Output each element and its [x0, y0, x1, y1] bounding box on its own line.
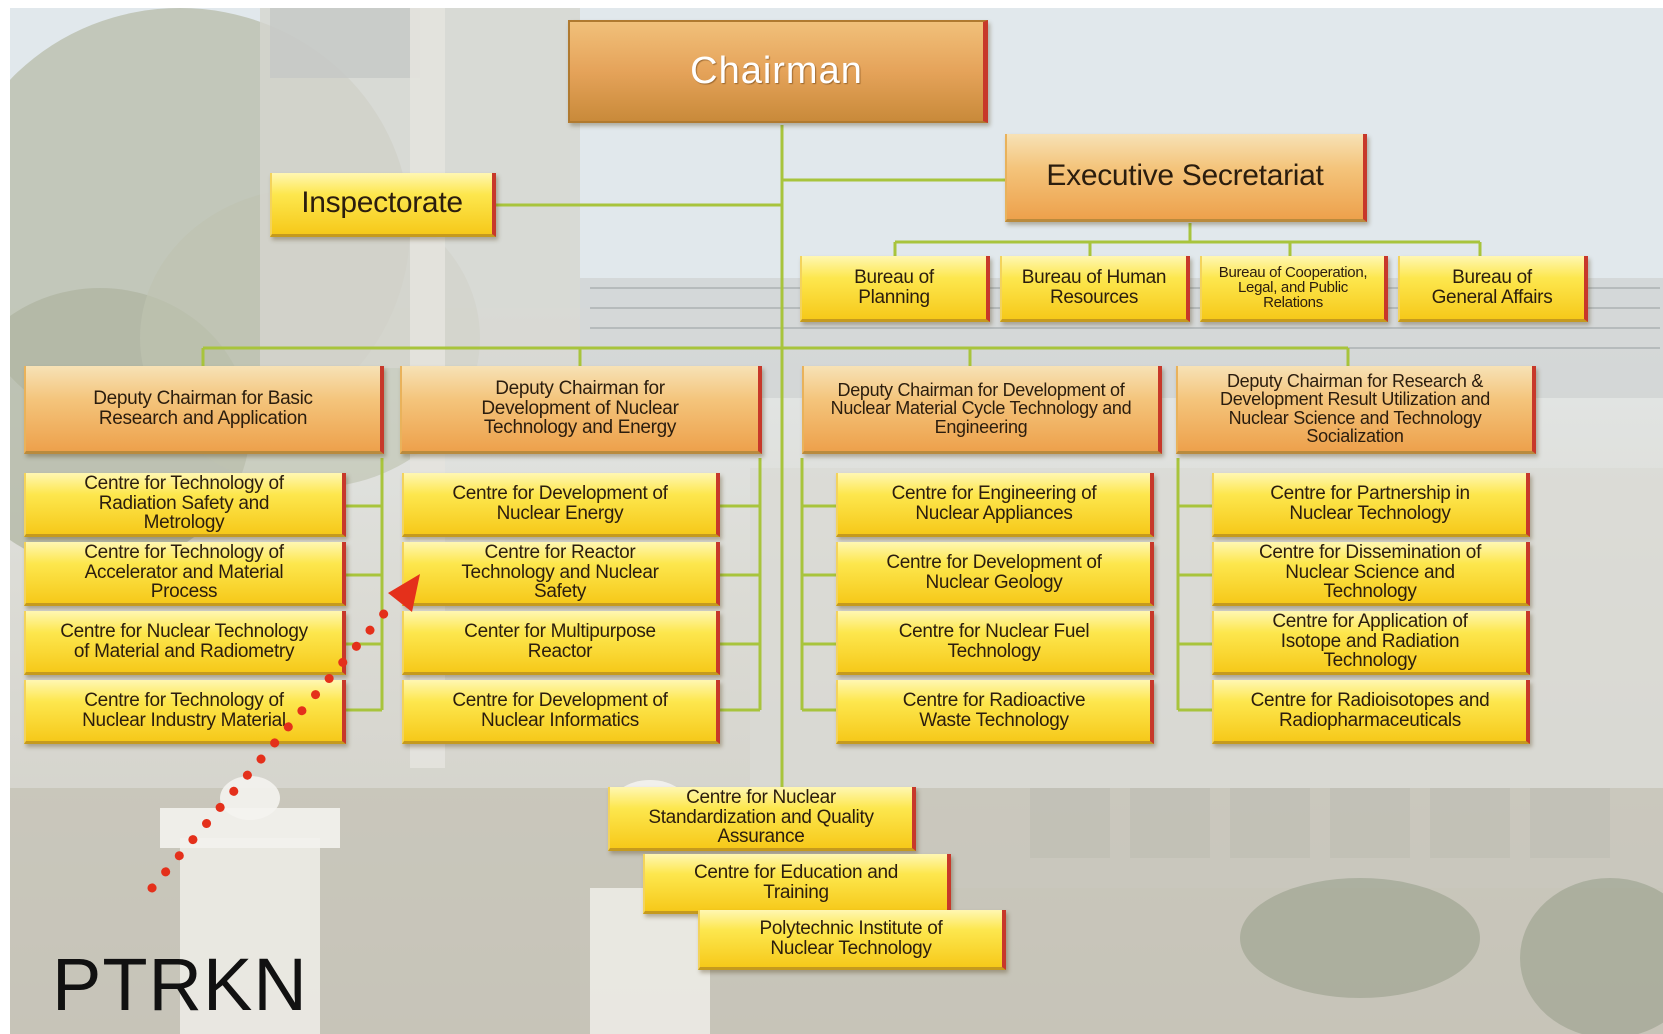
- ptrkn-label: PTRKN: [52, 943, 308, 1026]
- centre-label: Centre for Technology of Radiation Safet…: [84, 473, 284, 534]
- unit-label: Centre for Nuclear Standardization and Q…: [648, 787, 874, 848]
- centre-box-nuclear-industry-material: Centre for Technology of Nuclear Industr…: [24, 680, 346, 744]
- bureau-box-cooperation: Bureau of Cooperation, Legal, and Public…: [1200, 256, 1388, 322]
- chairman-label: Chairman: [690, 50, 863, 93]
- centre-label: Centre for Nuclear Fuel Technology: [898, 621, 1090, 662]
- inspectorate-box: Inspectorate: [270, 173, 496, 237]
- centre-box-nuclear-fuel: Centre for Nuclear Fuel Technology: [836, 611, 1154, 675]
- connector-lines: [201, 125, 1482, 798]
- bureau-label: Bureau of Human Resources: [1021, 267, 1167, 308]
- deputy-label: Deputy Chairman for Research & Developme…: [1220, 370, 1490, 446]
- centre-label: Centre for Application of Isotope and Ra…: [1272, 611, 1468, 672]
- inspectorate-label: Inspectorate: [301, 186, 463, 220]
- centre-label: Centre for Technology of Nuclear Industr…: [82, 690, 286, 731]
- bureau-label: Bureau of Cooperation, Legal, and Public…: [1218, 263, 1368, 312]
- executive-secretariat-label: Executive Secretariat: [1046, 159, 1324, 193]
- bureau-box-general-affairs: Bureau of General Affairs: [1398, 256, 1588, 322]
- ptrkn-arrow-head-icon: [388, 574, 420, 612]
- org-chart-canvas: Chairman Inspectorate Executive Secretar…: [10, 8, 1663, 1034]
- centre-label: Centre for Partnership in Nuclear Techno…: [1270, 483, 1470, 524]
- unit-box-standardization: Centre for Nuclear Standardization and Q…: [608, 787, 916, 851]
- bureau-label: Bureau of Planning: [854, 267, 934, 308]
- centre-label: Centre for Radioactive Waste Technology: [902, 690, 1086, 731]
- centre-box-nuclear-energy: Centre for Development of Nuclear Energy: [402, 473, 720, 537]
- unit-label: Centre for Education and Training: [693, 862, 899, 903]
- centre-label: Centre for Dissemination of Nuclear Scie…: [1258, 542, 1482, 603]
- centre-box-partnership: Centre for Partnership in Nuclear Techno…: [1212, 473, 1530, 537]
- bureau-box-planning: Bureau of Planning: [800, 256, 990, 322]
- background-photo: [10, 8, 1663, 1034]
- centre-box-radioisotopes: Centre for Radioisotopes and Radiopharma…: [1212, 680, 1530, 744]
- centre-box-accelerator-material: Centre for Technology of Accelerator and…: [24, 542, 346, 606]
- centre-box-nuclear-informatics: Centre for Development of Nuclear Inform…: [402, 680, 720, 744]
- bureau-box-human-resources: Bureau of Human Resources: [1000, 256, 1190, 322]
- centre-label: Centre for Development of Nuclear Inform…: [452, 690, 668, 731]
- deputy-label: Deputy Chairman for Development of Nucle…: [481, 378, 679, 439]
- bureau-label: Bureau of General Affairs: [1431, 267, 1553, 308]
- centre-label: Centre for Reactor Technology and Nuclea…: [461, 542, 659, 603]
- deputy-box-rd-utilization: Deputy Chairman for Research & Developme…: [1176, 366, 1536, 454]
- centre-label: Centre for Technology of Accelerator and…: [84, 542, 284, 603]
- centre-box-radioactive-waste: Centre for Radioactive Waste Technology: [836, 680, 1154, 744]
- centre-box-dissemination: Centre for Dissemination of Nuclear Scie…: [1212, 542, 1530, 606]
- centre-box-nuclear-geology: Centre for Development of Nuclear Geolog…: [836, 542, 1154, 606]
- deputy-label: Deputy Chairman for Basic Research and A…: [93, 388, 313, 429]
- centre-label: Centre for Development of Nuclear Energy: [452, 483, 668, 524]
- deputy-box-nuclear-material-cycle: Deputy Chairman for Development of Nucle…: [802, 366, 1162, 454]
- centre-label: Center for Multipurpose Reactor: [464, 621, 656, 662]
- centre-box-isotope-radiation: Centre for Application of Isotope and Ra…: [1212, 611, 1530, 675]
- deputy-box-basic-research: Deputy Chairman for Basic Research and A…: [24, 366, 384, 454]
- centre-box-reactor-safety: Centre for Reactor Technology and Nuclea…: [402, 542, 720, 606]
- ptrkn-arrow: [147, 574, 420, 893]
- centre-box-material-radiometry: Centre for Nuclear Technology of Materia…: [24, 611, 346, 675]
- ptrkn-arrow-dots: [147, 598, 398, 893]
- unit-label: Polytechnic Institute of Nuclear Technol…: [759, 918, 943, 959]
- unit-box-polytechnic: Polytechnic Institute of Nuclear Technol…: [698, 910, 1006, 970]
- chairman-box: Chairman: [568, 20, 988, 123]
- centre-label: Centre for Nuclear Technology of Materia…: [60, 621, 308, 662]
- unit-box-education-training: Centre for Education and Training: [643, 854, 951, 914]
- deputy-box-nuclear-technology-energy: Deputy Chairman for Development of Nucle…: [400, 366, 762, 454]
- centre-label: Centre for Development of Nuclear Geolog…: [886, 552, 1102, 593]
- centre-label: Centre for Radioisotopes and Radiopharma…: [1250, 690, 1490, 731]
- centre-box-radiation-safety: Centre for Technology of Radiation Safet…: [24, 473, 346, 537]
- centre-label: Centre for Engineering of Nuclear Applia…: [891, 483, 1097, 524]
- executive-secretariat-box: Executive Secretariat: [1005, 134, 1367, 222]
- deputy-label: Deputy Chairman for Development of Nucle…: [830, 379, 1132, 437]
- centre-box-multipurpose-reactor: Center for Multipurpose Reactor: [402, 611, 720, 675]
- centre-box-nuclear-appliances: Centre for Engineering of Nuclear Applia…: [836, 473, 1154, 537]
